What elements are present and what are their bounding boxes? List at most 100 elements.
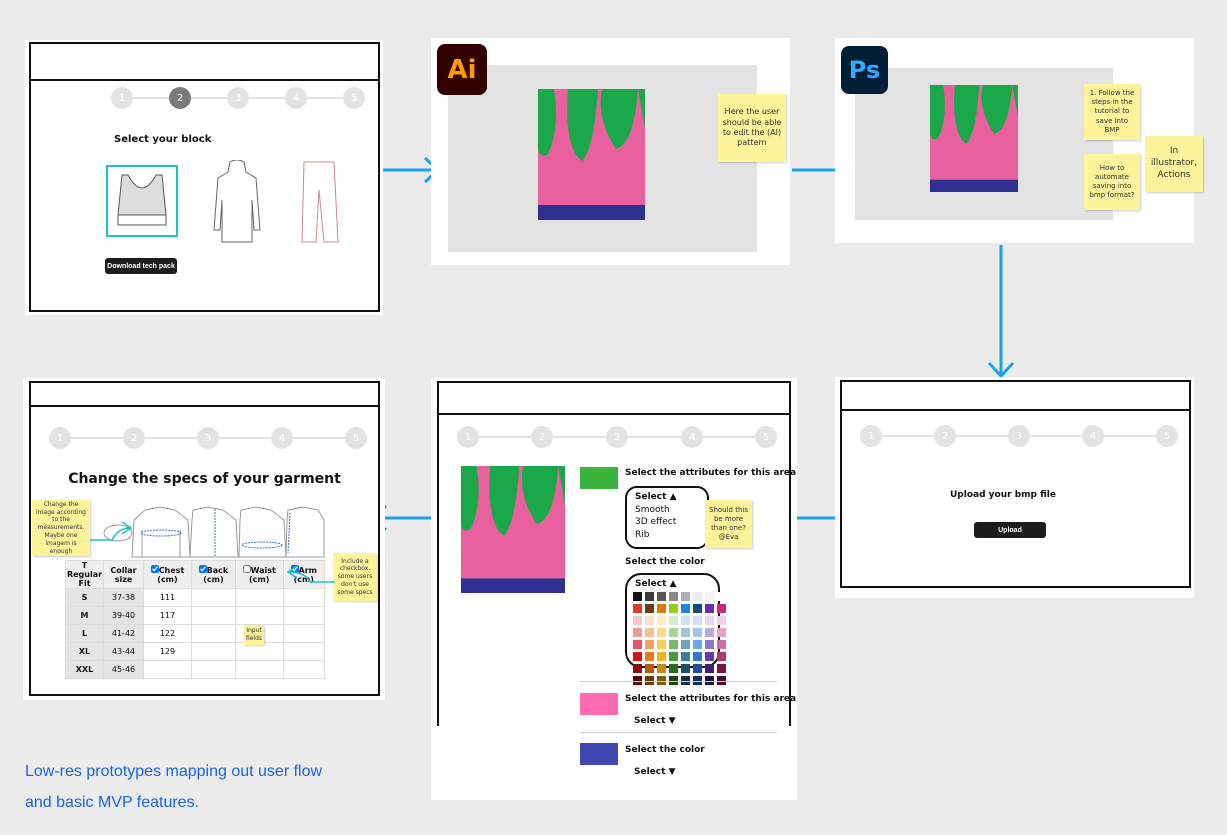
color-swatch[interactable] [645, 628, 654, 637]
color-swatch[interactable] [657, 604, 666, 613]
measurement-input[interactable]: 122 [143, 624, 192, 643]
color-swatch[interactable] [693, 652, 702, 661]
color-swatch[interactable] [693, 664, 702, 673]
color-swatch[interactable] [681, 616, 690, 625]
color-swatch[interactable] [669, 628, 678, 637]
step-2[interactable]: 2 [531, 426, 553, 448]
measurement-input[interactable] [234, 660, 284, 679]
color-swatch[interactable] [705, 604, 714, 613]
color-swatch[interactable] [657, 640, 666, 649]
measurement-input[interactable] [234, 642, 284, 661]
color-swatch[interactable] [645, 652, 654, 661]
color-swatch[interactable] [669, 616, 678, 625]
color-swatch[interactable] [633, 628, 642, 637]
step-3[interactable]: 3 [197, 427, 219, 449]
color-swatch[interactable] [645, 616, 654, 625]
color-swatch[interactable] [693, 592, 702, 601]
step-2[interactable]: 2 [934, 425, 956, 447]
color-swatch[interactable] [669, 592, 678, 601]
measurement-input[interactable]: 117 [143, 606, 192, 625]
color-swatch[interactable] [717, 592, 726, 601]
color-swatch[interactable] [705, 628, 714, 637]
step-4[interactable]: 4 [271, 427, 293, 449]
waist-checkbox[interactable] [242, 565, 251, 573]
step-1[interactable]: 1 [49, 427, 71, 449]
option-smooth[interactable]: Smooth [635, 504, 670, 515]
measurement-input[interactable] [143, 660, 192, 679]
step-3[interactable]: 3 [227, 87, 249, 109]
color-swatch[interactable] [669, 652, 678, 661]
upload-button[interactable]: Upload [974, 522, 1046, 538]
measurement-input[interactable] [190, 606, 236, 625]
step-2[interactable]: 2 [123, 427, 145, 449]
step-4[interactable]: 4 [285, 87, 307, 109]
measurement-input[interactable] [282, 624, 326, 643]
color-dropdown[interactable]: Select ▼ [634, 767, 676, 777]
color-swatch[interactable] [681, 640, 690, 649]
color-swatch[interactable] [693, 640, 702, 649]
download-tech-pack-button[interactable]: Download tech pack [105, 258, 177, 274]
color-swatch[interactable] [657, 592, 666, 601]
color-swatch[interactable] [717, 652, 726, 661]
area-swatch-green[interactable] [580, 467, 618, 489]
step-3[interactable]: 3 [1008, 425, 1030, 447]
chest-checkbox[interactable] [150, 565, 159, 573]
measurement-input[interactable] [234, 606, 284, 625]
back-checkbox[interactable] [198, 565, 207, 573]
color-swatch[interactable] [705, 640, 714, 649]
step-1[interactable]: 1 [457, 426, 479, 448]
color-swatch[interactable] [705, 652, 714, 661]
color-swatch[interactable] [717, 628, 726, 637]
color-swatch[interactable] [657, 676, 666, 685]
measurement-input[interactable]: 129 [143, 642, 192, 661]
measurement-input[interactable] [190, 588, 236, 607]
color-swatch[interactable] [693, 628, 702, 637]
color-swatch[interactable] [681, 628, 690, 637]
option-rib[interactable]: Rib [635, 529, 650, 540]
option-3d-effect[interactable]: 3D effect [635, 517, 677, 527]
area-swatch-blue[interactable] [580, 743, 618, 765]
color-swatch[interactable] [717, 664, 726, 673]
color-swatch[interactable] [705, 616, 714, 625]
measurement-input[interactable] [190, 660, 236, 679]
step-1[interactable]: 1 [860, 425, 882, 447]
color-swatch[interactable] [681, 676, 690, 685]
color-swatch[interactable] [681, 592, 690, 601]
color-swatch[interactable] [633, 664, 642, 673]
color-swatch[interactable] [693, 616, 702, 625]
color-swatch[interactable] [657, 652, 666, 661]
step-5[interactable]: 5 [755, 426, 777, 448]
measurement-input[interactable] [282, 660, 326, 679]
color-swatch[interactable] [657, 616, 666, 625]
step-5[interactable]: 5 [1156, 425, 1178, 447]
step-5[interactable]: 5 [343, 87, 365, 109]
color-swatch[interactable] [657, 664, 666, 673]
color-swatch[interactable] [705, 664, 714, 673]
attribute-dropdown[interactable]: Select ▲ Smooth 3D effect Rib [625, 486, 709, 549]
block-hoodie[interactable] [212, 160, 262, 245]
color-swatch[interactable] [681, 652, 690, 661]
block-pants[interactable] [300, 160, 340, 245]
color-swatch[interactable] [717, 640, 726, 649]
color-swatch[interactable] [669, 640, 678, 649]
measurement-input[interactable] [282, 588, 326, 607]
color-swatch[interactable] [645, 676, 654, 685]
color-swatch[interactable] [681, 664, 690, 673]
color-swatch[interactable] [669, 676, 678, 685]
color-swatch[interactable] [645, 604, 654, 613]
color-swatch[interactable] [693, 604, 702, 613]
step-5[interactable]: 5 [345, 427, 367, 449]
color-swatch[interactable] [705, 676, 714, 685]
step-3[interactable]: 3 [606, 426, 628, 448]
color-swatch[interactable] [669, 604, 678, 613]
color-swatch[interactable] [717, 616, 726, 625]
measurement-input[interactable] [282, 642, 326, 661]
color-swatch[interactable] [705, 592, 714, 601]
step-4[interactable]: 4 [681, 426, 703, 448]
color-swatch[interactable] [645, 664, 654, 673]
color-swatch[interactable] [717, 676, 726, 685]
color-swatch[interactable] [645, 640, 654, 649]
measurement-input[interactable] [190, 624, 236, 643]
block-sports-bra[interactable] [106, 165, 178, 237]
step-1[interactable]: 1 [111, 87, 133, 109]
